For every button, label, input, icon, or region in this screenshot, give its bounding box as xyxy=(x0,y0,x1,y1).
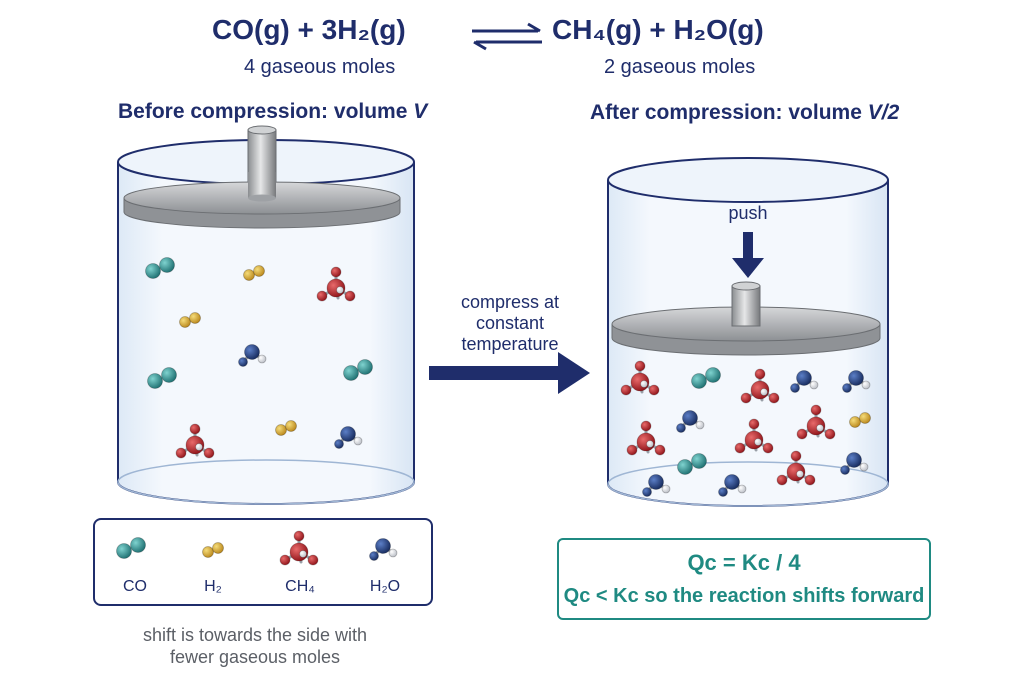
molecule-legend: CO H₂ CH₄ H₂O xyxy=(93,518,433,606)
compress-label: compress at constant temperature xyxy=(460,292,560,354)
h2o-molecule xyxy=(718,474,747,497)
shift-note: shift is towards the side with fewer gas… xyxy=(142,625,368,667)
co-molecule xyxy=(116,537,146,559)
h2o-molecule xyxy=(840,452,869,475)
push-label: push xyxy=(728,203,768,223)
reactant-moles: 4 gaseous moles xyxy=(244,56,396,78)
before-title: Before compression: volume V xyxy=(118,100,428,123)
h2o-molecule xyxy=(238,344,267,367)
h2-molecule xyxy=(179,312,201,328)
h2o-molecule xyxy=(676,410,705,433)
ch4-molecule xyxy=(740,368,780,404)
legend-h2-label: H₂ xyxy=(204,578,222,595)
co-molecule xyxy=(343,359,373,381)
co-molecule xyxy=(691,367,721,389)
products: CH₄(g) + H₂O(g) xyxy=(552,14,764,45)
legend-ch4-label: CH₄ xyxy=(285,578,315,595)
quotient-result-box: Qc = Kc / 4 Qc < Kc so the reaction shif… xyxy=(557,538,931,620)
h2-molecule xyxy=(275,420,297,436)
ch4-molecule xyxy=(620,360,660,396)
ch4-molecule xyxy=(626,420,666,456)
molecules xyxy=(145,257,871,497)
ch4-molecule xyxy=(279,530,319,566)
ch4-molecule xyxy=(776,450,816,486)
right-piston xyxy=(611,281,881,356)
co-molecule xyxy=(677,453,707,475)
co-molecule xyxy=(145,257,175,279)
h2o-molecule xyxy=(842,370,871,393)
legend-h2o-label: H₂O xyxy=(369,578,401,595)
ch4-molecule xyxy=(175,423,215,459)
qc-comparison: Qc < Kc so the reaction shifts forward xyxy=(563,585,925,607)
h2-molecule xyxy=(243,265,265,281)
compress-arrow-icon xyxy=(429,352,590,394)
ch4-molecule xyxy=(316,266,356,302)
reaction-equation: CO(g) + 3H₂(g) CH₄(g) + H₂O(g) xyxy=(0,8,1024,52)
h2o-molecule xyxy=(790,370,819,393)
reactants: CO(g) + 3H₂(g) xyxy=(212,14,406,45)
h2-molecule xyxy=(849,412,871,428)
qc-equation: Qc = Kc / 4 xyxy=(687,550,801,575)
left-piston xyxy=(123,125,401,229)
legend-icons xyxy=(116,530,398,566)
ch4-molecule xyxy=(796,404,836,440)
equilibrium-arrow-icon xyxy=(472,22,542,51)
h2-molecule xyxy=(202,542,224,558)
push-arrow-icon xyxy=(732,232,764,278)
after-title: After compression: volume V/2 xyxy=(590,101,900,124)
legend-co-label: CO xyxy=(123,578,147,595)
product-moles: 2 gaseous moles xyxy=(604,56,756,78)
h2o-molecule xyxy=(334,426,363,449)
co-molecule xyxy=(147,367,177,389)
ch4-molecule xyxy=(734,418,774,454)
h2o-molecule xyxy=(642,474,671,497)
h2o-molecule xyxy=(369,538,398,561)
